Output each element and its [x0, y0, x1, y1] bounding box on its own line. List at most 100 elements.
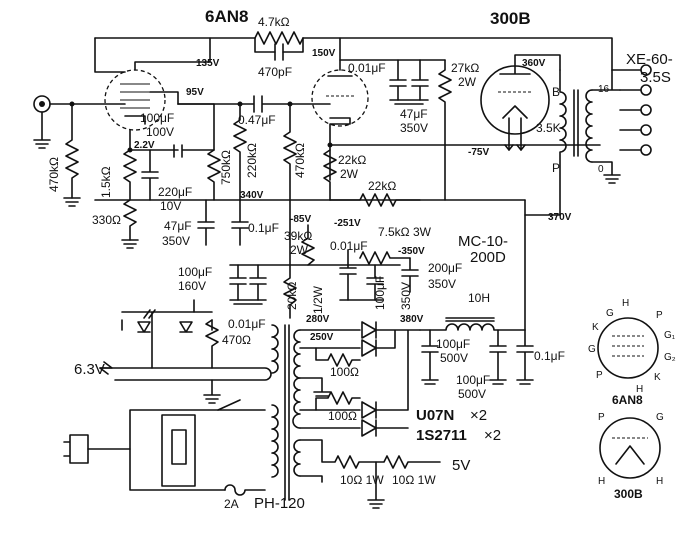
speaker-terminal[interactable] [640, 144, 652, 156]
heater-label: 6.3V [74, 361, 105, 378]
volt-340: 340V [240, 190, 264, 201]
resistor-27k [438, 59, 452, 201]
label-39k-w: 2W [290, 243, 309, 257]
ground-5v [367, 461, 385, 509]
pin-g3: G [588, 344, 596, 355]
label-1k5: 1.5kΩ [99, 166, 113, 198]
capacitor-0-01-neg [339, 249, 357, 301]
volt-2-2: 2.2V [134, 140, 155, 151]
driver-grids [120, 83, 150, 109]
label-39k: 39kΩ [284, 229, 312, 243]
junction-dot [287, 101, 293, 107]
ot-imp: 3.5K [536, 121, 561, 135]
ground-cathode [121, 239, 139, 249]
capacitor-200u [401, 257, 419, 293]
label-220u: 220μF [158, 185, 192, 199]
triode-plate [327, 37, 353, 77]
label-0-01-top: 0.01μF [348, 61, 386, 75]
volt-380: 380V [400, 314, 424, 325]
pin-p3: P [598, 412, 605, 423]
diode [361, 401, 377, 419]
resistor-22k-v [323, 149, 337, 201]
capacitor-100u-neg [229, 264, 247, 301]
volt-95: 95V [186, 87, 204, 98]
ot-b: B [552, 85, 560, 99]
ot-core [573, 89, 579, 157]
label-20k: 20kΩ [285, 282, 299, 310]
power-switch[interactable] [217, 399, 241, 411]
choke-coil [419, 323, 526, 331]
ot-ground [591, 161, 621, 184]
mains-wire-top [87, 409, 266, 450]
label-0-01-neg: 0.01μF [330, 239, 368, 253]
rect-wires-right [375, 329, 421, 429]
output-tube-title: 300B [490, 9, 531, 28]
label-22k-v-w: 2W [340, 167, 359, 181]
label-psu2: 100μF [456, 373, 490, 387]
resistor-750k [207, 103, 221, 201]
fuse-icon [224, 484, 266, 496]
pin-h4: H [656, 476, 663, 487]
label-27k: 27kΩ [451, 61, 479, 75]
ot-taps [611, 69, 641, 151]
volt-neg85: -85V [290, 214, 311, 225]
diode-2-count: ×2 [484, 427, 501, 444]
feedback-wire-right [302, 37, 613, 71]
pin-h2: H [636, 384, 643, 395]
led-wires [121, 311, 213, 369]
speaker-terminal[interactable] [640, 84, 652, 96]
mains-wire-bottom [129, 448, 226, 491]
resistor-470k-grid [283, 103, 297, 266]
pinout-6an8-label: 6AN8 [612, 393, 643, 407]
label-psu1: 100μF [436, 337, 470, 351]
pinout-6an8-grids [612, 335, 644, 357]
label-470k-grid: 470kΩ [293, 143, 307, 178]
pin-p2: P [596, 370, 603, 381]
label-100u-cath-v: 100V [146, 125, 174, 139]
speaker-terminal[interactable] [640, 64, 652, 76]
capacitor-100u-350 [366, 264, 384, 301]
volt-280: 280V [306, 314, 330, 325]
volt-neg251: -251V [334, 218, 361, 229]
pt-heater [271, 324, 279, 374]
label-100u-350: 100μF [373, 276, 387, 310]
resistor-100-a [315, 347, 361, 367]
wire [121, 319, 213, 331]
label-100u-neg: 100μF [178, 265, 212, 279]
capacitor-0-1-mid [231, 199, 249, 246]
ot-secondary [585, 89, 593, 163]
ot-0: 0 [598, 164, 604, 175]
choke-value: 10H [468, 291, 490, 305]
speaker-terminal[interactable] [640, 104, 652, 116]
wire [229, 299, 267, 305]
surge-box [161, 414, 196, 487]
pt-ct-ground [299, 377, 331, 397]
label-330: 330Ω [92, 213, 121, 227]
label-10-a: 10Ω 1W [340, 473, 384, 487]
resistor-220k [233, 103, 247, 201]
input-ground [33, 111, 51, 149]
label-220u-v: 10V [160, 199, 181, 213]
capacitor-47u-mid [197, 199, 215, 246]
pin-g1: G₁ [664, 330, 676, 341]
pin-g4: G [606, 308, 614, 319]
label-22k-h: 22kΩ [368, 179, 396, 193]
pin-k1: K [592, 322, 599, 333]
label-psu2-v: 500V [458, 387, 486, 401]
pt-secondary-hv [292, 329, 301, 429]
label-470k-input: 470kΩ [47, 157, 61, 192]
label-20k-w: 1/2W [311, 285, 325, 314]
capacitor-100u-neg-2 [249, 264, 267, 301]
heater-arrow [99, 361, 113, 375]
pinout-300b-label: 300B [614, 487, 643, 501]
pt-model: PH-120 [254, 495, 305, 512]
label-750k: 750kΩ [219, 150, 233, 185]
label-100-b: 100Ω [328, 409, 357, 423]
label-0-1-psu: 0.1μF [534, 349, 565, 363]
capacitor-220u [141, 149, 159, 201]
label-100-a: 100Ω [330, 365, 359, 379]
speaker-terminal[interactable] [640, 124, 652, 136]
pin-h1: H [622, 298, 629, 309]
capacitor-470pf [274, 43, 284, 61]
choke-model-2: 200D [470, 249, 506, 266]
